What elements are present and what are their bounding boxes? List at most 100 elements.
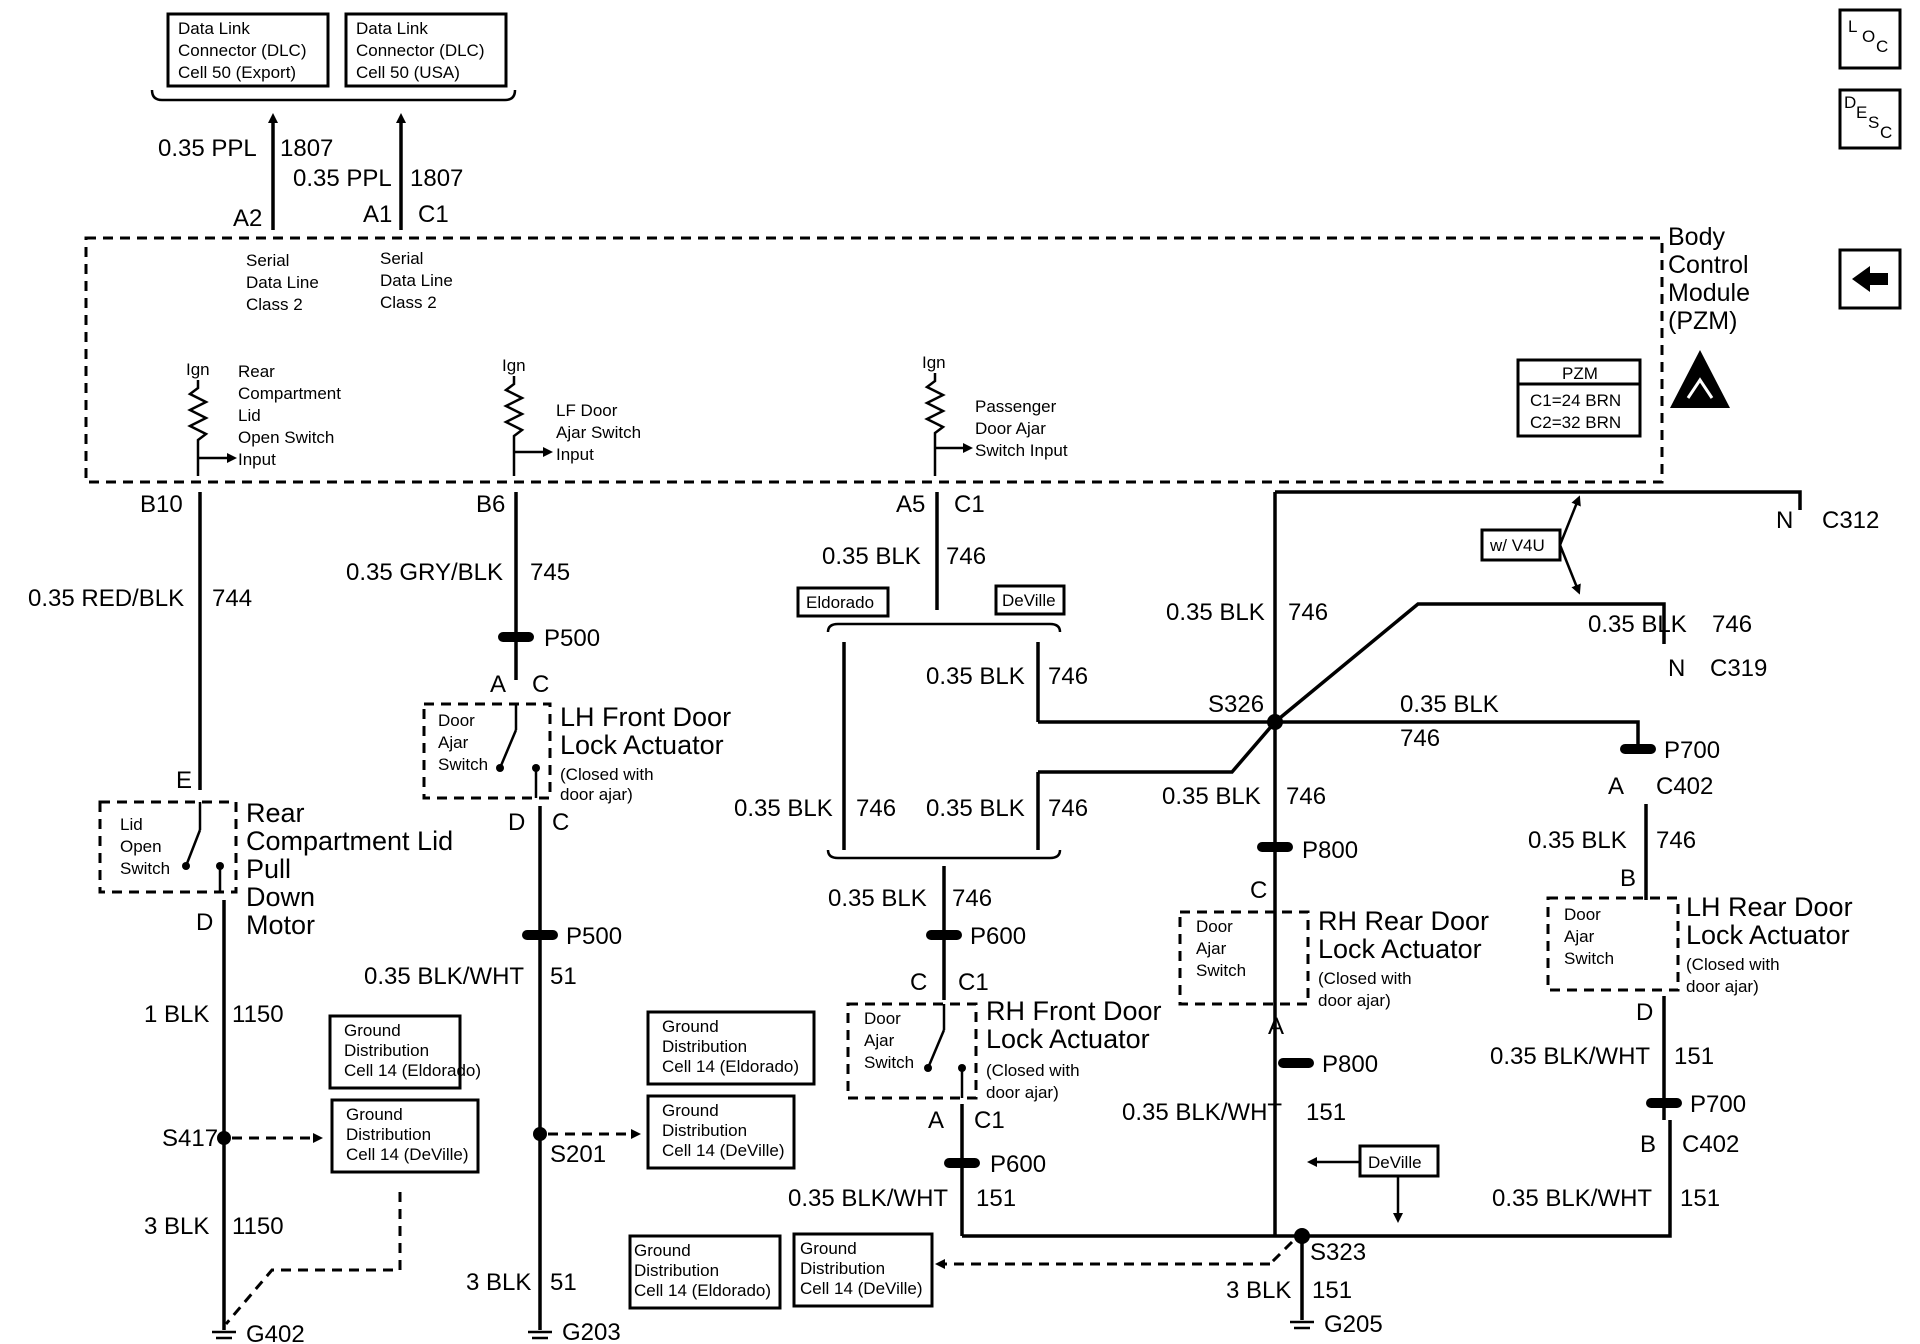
loc-button[interactable]: L O C <box>1838 8 1902 70</box>
svg-text:(Closed with: (Closed with <box>1686 955 1780 974</box>
ground-dist-eldorado-box-1: Ground Distribution Cell 14 (Eldorado) <box>328 1014 481 1090</box>
back-button[interactable] <box>1838 248 1902 310</box>
svg-text:Ign: Ign <box>502 356 526 375</box>
desc-button[interactable]: D E S C <box>1838 88 1902 150</box>
svg-text:O: O <box>1862 27 1875 46</box>
connector-label: C402 <box>1656 773 1713 800</box>
svg-text:Module: Module <box>1668 279 1750 307</box>
wire-label: 0.35 BLK <box>1400 691 1499 718</box>
dlc-bracket <box>150 89 517 102</box>
svg-text:Data Line: Data Line <box>380 271 453 290</box>
svg-text:P800: P800 <box>1322 1051 1378 1078</box>
svg-text:Door: Door <box>1196 917 1233 936</box>
wire-label: 0.35 BLK/WHT <box>364 963 524 990</box>
pin-label: D <box>196 909 213 936</box>
svg-text:Open: Open <box>120 837 162 856</box>
svg-text:Ajar: Ajar <box>864 1031 895 1050</box>
svg-text:(Closed with: (Closed with <box>986 1061 1080 1080</box>
svg-text:Ajar: Ajar <box>1564 927 1595 946</box>
circuit-label: 1807 <box>280 135 333 162</box>
splice-label: S201 <box>550 1141 606 1168</box>
wire-label: 0.35 BLK <box>1162 783 1261 810</box>
pin-label: N <box>1776 507 1793 534</box>
svg-text:Open Switch: Open Switch <box>238 428 334 447</box>
connector-p500-top: P500 <box>498 625 600 652</box>
svg-text:Data Link: Data Link <box>356 19 428 38</box>
wire-label: 0.35 BLK <box>822 543 921 570</box>
lh-rear-door-actuator-label: LH Rear Door Lock Actuator (Closed with … <box>1686 892 1853 996</box>
circuit-label: 746 <box>946 543 986 570</box>
wire-label: 0.35 BLK <box>926 795 1025 822</box>
circuit-label: 51 <box>550 1269 577 1296</box>
wire-151-ground-bus <box>962 1120 1672 1238</box>
circuit-label: 1150 <box>232 1001 284 1028</box>
svg-text:Door: Door <box>438 711 475 730</box>
ground-g205 <box>1290 1320 1314 1330</box>
svg-text:Lock Actuator: Lock Actuator <box>986 1024 1150 1054</box>
connector-label: C402 <box>1682 1131 1739 1158</box>
wire-label: 0.35 BLK <box>1528 827 1627 854</box>
svg-text:C: C <box>1876 37 1888 56</box>
svg-text:Switch: Switch <box>1564 949 1614 968</box>
svg-text:Rear: Rear <box>246 798 305 828</box>
variant-eldorado-tag: Eldorado <box>796 586 890 618</box>
svg-text:Ign: Ign <box>922 353 946 372</box>
bcm-outline <box>84 236 1664 484</box>
ground-ref-line <box>224 1192 402 1325</box>
circuit-label: 151 <box>1674 1043 1714 1070</box>
svg-text:Distribution: Distribution <box>634 1261 719 1280</box>
pin-label: A <box>1268 1013 1284 1040</box>
svg-text:LF Door: LF Door <box>556 401 618 420</box>
left-arrow-icon <box>1852 266 1888 292</box>
splice-label: S323 <box>1310 1239 1366 1266</box>
splice-label: S326 <box>1208 691 1264 718</box>
svg-text:C2=32 BRN: C2=32 BRN <box>1530 413 1621 432</box>
circuit-label: 746 <box>1288 599 1328 626</box>
pin-label: B <box>1640 1131 1656 1158</box>
svg-text:P700: P700 <box>1690 1091 1746 1118</box>
pin-label: C <box>1250 877 1267 904</box>
svg-text:Switch: Switch <box>864 1053 914 1072</box>
pzm-table: PZM C1=24 BRN C2=32 BRN <box>1516 358 1642 438</box>
pin-label: C1 <box>974 1107 1005 1134</box>
svg-text:P600: P600 <box>990 1151 1046 1178</box>
svg-text:door ajar): door ajar) <box>1686 977 1759 996</box>
svg-text:Distribution: Distribution <box>800 1259 885 1278</box>
svg-text:Ground: Ground <box>346 1105 403 1124</box>
svg-text:Pull: Pull <box>246 854 291 884</box>
svg-text:door ajar): door ajar) <box>1318 991 1391 1010</box>
ground-dist-eldorado-box-3: Ground Distribution Cell 14 (Eldorado) <box>628 1234 782 1310</box>
passenger-door-input: Ign Passenger Door Ajar Switch Input <box>922 353 1068 476</box>
svg-text:(Closed with: (Closed with <box>560 765 654 784</box>
circuit-label: 51 <box>550 963 577 990</box>
svg-text:L: L <box>1848 17 1857 36</box>
svg-text:Ajar Switch: Ajar Switch <box>556 423 641 442</box>
svg-text:P500: P500 <box>544 625 600 652</box>
svg-text:Cell 50 (Export): Cell 50 (Export) <box>178 63 296 82</box>
circuit-label: 746 <box>1048 663 1088 690</box>
wire-label: 1 BLK <box>144 1001 209 1028</box>
wire-label: 0.35 GRY/BLK <box>346 559 503 586</box>
pin-label: C1 <box>418 201 449 228</box>
wire-label: 0.35 BLK/WHT <box>788 1185 948 1212</box>
svg-text:Control: Control <box>1668 251 1749 279</box>
connector-p600-top: P600 <box>926 923 1026 950</box>
ground-dist-deville-box-1: Ground Distribution Cell 14 (DeVille) <box>330 1098 480 1174</box>
svg-text:RH Front Door: RH Front Door <box>986 996 1162 1026</box>
svg-text:Door: Door <box>1564 905 1601 924</box>
ground-dist-deville-box-2: Ground Distribution Cell 14 (DeVille) <box>646 1094 796 1170</box>
svg-text:D: D <box>1844 93 1856 112</box>
pin-label: A5 <box>896 491 925 518</box>
splice-s326 <box>1267 714 1283 730</box>
svg-text:DeVille: DeVille <box>1368 1153 1422 1172</box>
bcm-title: Body Control Module (PZM) <box>1668 223 1750 335</box>
circuit-label: 746 <box>856 795 896 822</box>
wire-label: 0.35 BLK/WHT <box>1492 1185 1652 1212</box>
svg-text:Data Line: Data Line <box>246 273 319 292</box>
wire-label: 0.35 BLK <box>734 795 833 822</box>
ground-label: G203 <box>562 1319 621 1344</box>
ground-label: G205 <box>1324 1311 1383 1338</box>
svg-text:Data Link: Data Link <box>178 19 250 38</box>
pin-label: C <box>552 809 569 836</box>
pin-label: E <box>176 767 192 794</box>
